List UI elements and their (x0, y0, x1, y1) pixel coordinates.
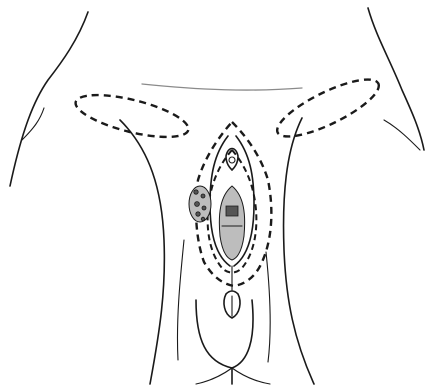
left-inner-thigh-contour (177, 240, 184, 360)
right-inner-thigh-contour (266, 252, 270, 362)
lesion-spot (194, 190, 198, 194)
body-outline (10, 8, 424, 384)
left-flank-crease (22, 108, 44, 140)
left-gluteal-curve (196, 300, 232, 368)
right-dashed-ellipse (271, 69, 386, 147)
urethral-marker (226, 206, 238, 216)
left-inner-thigh-line (120, 120, 164, 384)
vaginal-opening (219, 186, 244, 260)
lesion-spot (195, 202, 200, 207)
left-dashed-ellipse (72, 86, 192, 145)
lower-abdomen-line (142, 84, 302, 90)
lesion-spot (202, 206, 206, 210)
lesion-spot (196, 212, 200, 216)
right-inner-thigh-line (284, 118, 314, 384)
lesion-spot (201, 217, 205, 221)
lesion-spot (201, 194, 205, 198)
left-lower-curve (196, 368, 232, 384)
left-flank-line (10, 12, 88, 186)
right-gluteal-curve (232, 300, 253, 368)
left-lesion (189, 186, 211, 222)
clitoral-hood (226, 149, 238, 171)
clitoris-marker (229, 157, 235, 163)
lesion-body (189, 186, 211, 222)
right-lower-curve (232, 368, 270, 384)
right-flank-crease (384, 120, 420, 150)
central-structures (210, 136, 254, 318)
